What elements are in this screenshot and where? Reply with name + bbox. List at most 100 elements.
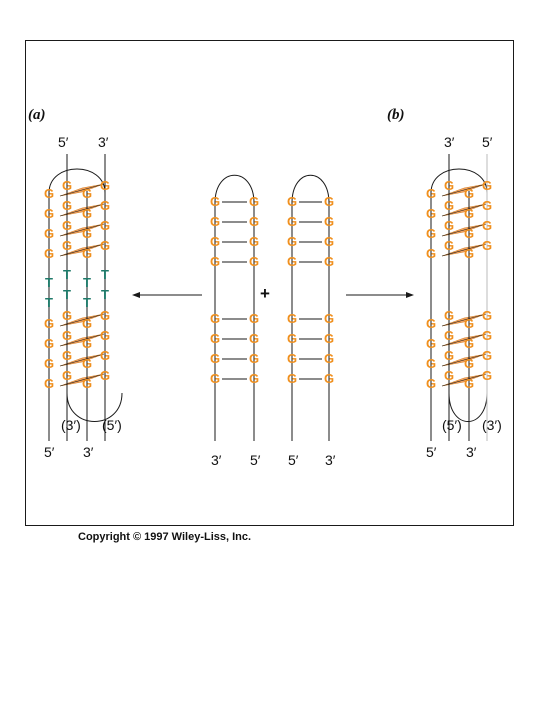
b-guanine: G (464, 226, 474, 241)
b-bottom-left-label: 5′ (426, 444, 437, 460)
b-guanine: G (444, 178, 454, 193)
b-loop-left-label: (5′) (442, 417, 462, 433)
center-guanine: G (324, 371, 334, 386)
center-guanine: G (210, 234, 220, 249)
a-guanine: G (62, 368, 72, 383)
a-guanine: G (100, 178, 110, 193)
center-guanine: G (287, 194, 297, 209)
center-guanine: G (287, 254, 297, 269)
b-guanine: G (426, 246, 436, 261)
b-guanine: G (464, 336, 474, 351)
a-guanine: G (100, 308, 110, 323)
a-guanine: G (62, 218, 72, 233)
a-top-left-label: 5′ (58, 134, 69, 150)
center-guanine: G (210, 214, 220, 229)
b-guanine: G (482, 328, 492, 343)
right-arrow (346, 292, 414, 298)
a-loop-left-label: (3′) (61, 417, 81, 433)
center-guanine: G (210, 371, 220, 386)
b-guanine: G (464, 246, 474, 261)
a-guanine: G (44, 246, 54, 261)
b-guanine: G (444, 238, 454, 253)
a-guanine: G (82, 186, 92, 201)
center-guanine: G (249, 194, 259, 209)
a-guanine: G (100, 198, 110, 213)
left-arrow (132, 292, 202, 298)
a-guanine: G (100, 368, 110, 383)
b-guanine: G (426, 376, 436, 391)
b-guanine: G (482, 348, 492, 363)
plus-sign: + (260, 284, 270, 303)
hairpin-1 (214, 174, 255, 441)
b-guanine: G (426, 356, 436, 371)
center-guanine: G (324, 311, 334, 326)
b-guanine: G (482, 368, 492, 383)
a-thymine: T (83, 295, 91, 310)
center-guanine: G (249, 254, 259, 269)
a-guanine: G (44, 316, 54, 331)
a-guanine: G (82, 206, 92, 221)
hairpin1-bottom-right-label: 5′ (250, 452, 261, 468)
a-guanine: G (44, 356, 54, 371)
b-top-right-label: 5′ (482, 134, 493, 150)
center-guanine: G (324, 254, 334, 269)
b-guanine: G (482, 178, 492, 193)
center-guanine: G (249, 331, 259, 346)
a-guanine: G (100, 328, 110, 343)
hairpin-2 (291, 174, 330, 441)
panel-label-a: (a) (28, 107, 46, 123)
center-guanine: G (324, 351, 334, 366)
a-guanine: G (82, 246, 92, 261)
b-bottom-right-label: 3′ (466, 444, 477, 460)
b-guanine: G (426, 226, 436, 241)
center-guanine: G (249, 351, 259, 366)
b-guanine: G (444, 368, 454, 383)
center-guanine: G (210, 194, 220, 209)
a-guanine: G (62, 308, 72, 323)
panel-a-structure: GGGGGGGGGGGGGGGGGGGGGGGGGGGGGGGGTTTTTTTT… (44, 134, 123, 460)
a-loop-right-label: (5′) (102, 417, 122, 433)
a-thymine: T (63, 287, 71, 302)
center-guanine: G (249, 371, 259, 386)
b-guanine: G (482, 308, 492, 323)
center-guanine: G (324, 331, 334, 346)
a-thymine: T (45, 295, 53, 310)
a-bottom-right-label: 3′ (83, 444, 94, 460)
b-guanine: G (482, 218, 492, 233)
a-guanine: G (62, 238, 72, 253)
g-quadruplex-diagram: (a) (b) GGGGGGGGGGGGGGGGGGGGGGGGGGGGGGGG… (28, 107, 502, 468)
a-guanine: G (82, 226, 92, 241)
center-guanine: G (287, 371, 297, 386)
b-guanine: G (444, 198, 454, 213)
b-guanine: G (464, 316, 474, 331)
a-thymine: T (101, 267, 109, 282)
a-guanine: G (100, 218, 110, 233)
a-guanine: G (44, 186, 54, 201)
b-guanine: G (444, 218, 454, 233)
a-thymine: T (83, 275, 91, 290)
a-thymine: T (45, 275, 53, 290)
a-top-right-label: 3′ (98, 134, 109, 150)
center-guanine: G (287, 331, 297, 346)
b-guanine: G (464, 356, 474, 371)
center-guanine: G (324, 214, 334, 229)
center-guanine: G (210, 311, 220, 326)
a-guanine: G (82, 376, 92, 391)
a-guanine: G (100, 238, 110, 253)
center-guanine: G (249, 311, 259, 326)
center-guanine: G (324, 194, 334, 209)
center-guanine: G (287, 311, 297, 326)
b-guanine: G (444, 348, 454, 363)
b-guanine: G (482, 238, 492, 253)
a-guanine: G (82, 336, 92, 351)
center-guanine: G (287, 351, 297, 366)
a-bottom-left-label: 5′ (44, 444, 55, 460)
a-guanine: G (44, 336, 54, 351)
a-guanine: G (62, 348, 72, 363)
hairpin2-bottom-right-label: 3′ (325, 452, 336, 468)
copyright-notice: Copyright © 1997 Wiley-Liss, Inc. (78, 531, 252, 543)
a-guanine: G (44, 206, 54, 221)
